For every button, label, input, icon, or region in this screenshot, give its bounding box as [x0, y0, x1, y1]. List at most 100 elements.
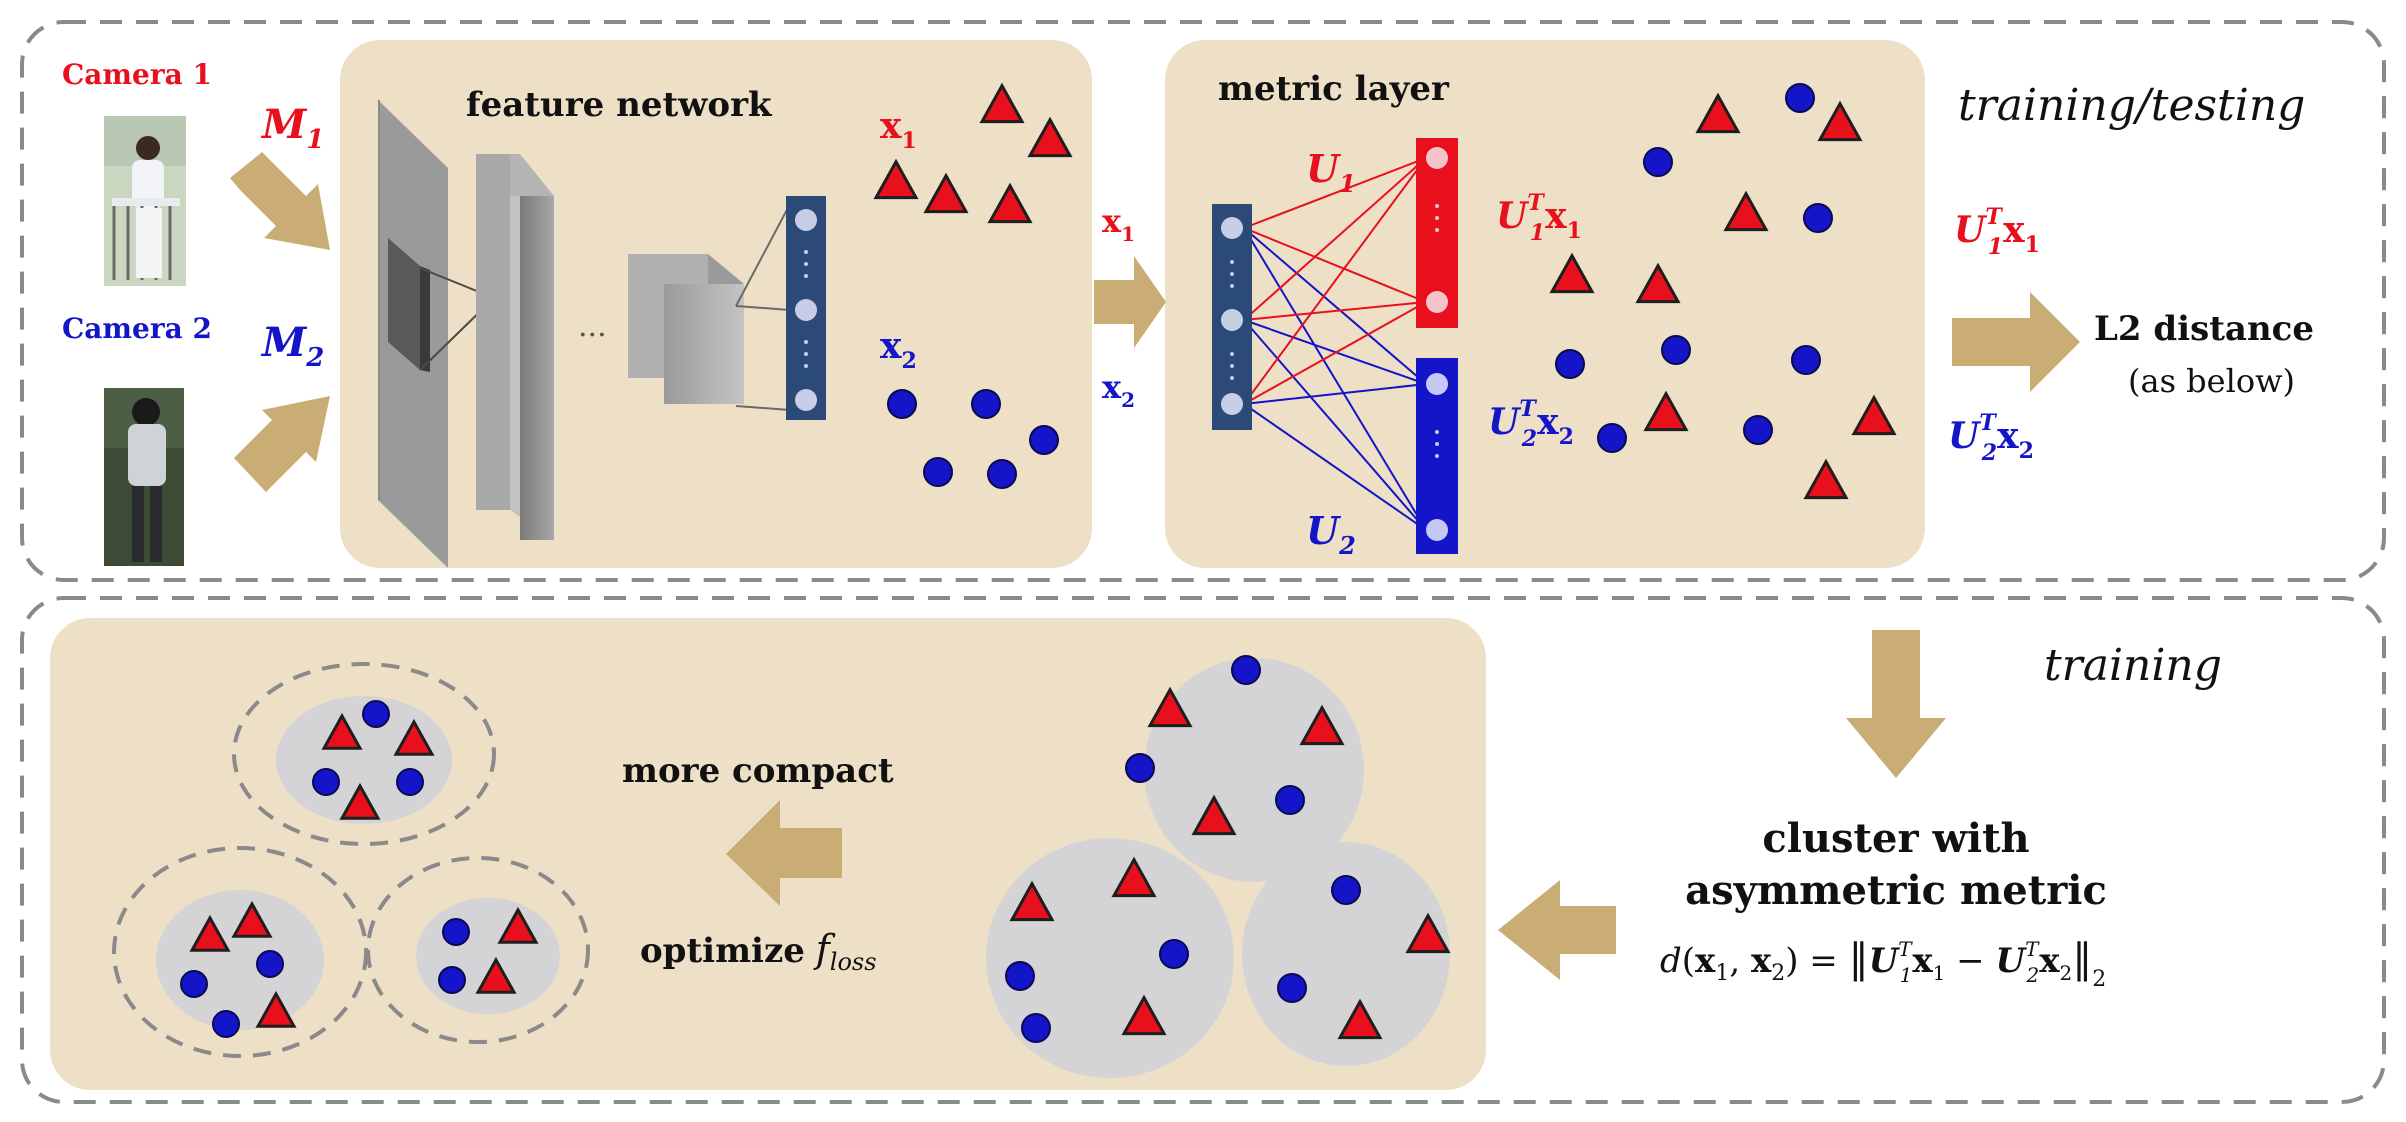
circle-marker: [180, 970, 208, 998]
arrow-camera1: [230, 152, 330, 250]
triangle-marker: [1299, 704, 1345, 746]
circle-marker: [1661, 335, 1691, 365]
triangle-marker: [475, 956, 517, 994]
circle-marker: [442, 918, 470, 946]
cluster-blob: [986, 838, 1234, 1078]
triangle-marker: [1027, 116, 1073, 158]
triangle-marker: [987, 182, 1033, 224]
triangle-marker: [1643, 390, 1689, 432]
cluster-line2: asymmetric metric: [1685, 867, 2107, 914]
metric-network: [1212, 138, 1458, 554]
triangle-marker: [1111, 856, 1157, 898]
blue-connection: [1243, 227, 1427, 385]
metric-u1-label: U1: [1306, 146, 1356, 198]
circle-marker: [887, 389, 917, 419]
arrow-to-clusters: [1498, 880, 1616, 980]
triangle-marker: [255, 990, 297, 1028]
camera-2-photo: [104, 388, 184, 566]
blue-connection: [1243, 319, 1427, 531]
triangle-marker: [231, 900, 273, 938]
metric-layer-title: metric layer: [1218, 69, 1450, 109]
arrow-more-compact: [726, 800, 842, 906]
matrix-m2: M2: [260, 319, 324, 373]
circle-marker: [1791, 345, 1821, 375]
circle-marker: [971, 389, 1001, 419]
red-connection: [1243, 301, 1427, 321]
circle-marker: [1803, 203, 1833, 233]
circle-marker: [1643, 147, 1673, 177]
blue-connection: [1243, 383, 1427, 405]
triangle-marker: [923, 172, 969, 214]
circle-marker: [396, 768, 424, 796]
triangle-marker: [1851, 394, 1897, 436]
matrix-m1: M1: [260, 101, 324, 155]
circle-marker: [362, 700, 390, 728]
compact-cluster-ring: [232, 662, 496, 846]
red-connection: [1243, 301, 1427, 405]
l2-distance-label: L2 distance: [2094, 309, 2314, 349]
arrow-down: [1846, 630, 1946, 778]
circle-marker: [1277, 973, 1307, 1003]
circle-marker: [1555, 349, 1585, 379]
feature-network-title: feature network: [466, 85, 773, 125]
circle-marker: [1125, 753, 1155, 783]
metric-input-x1: x1: [1102, 202, 1135, 246]
circle-marker: [1231, 655, 1261, 685]
feature-x2-label: x2: [880, 325, 917, 374]
compact-cluster: [416, 898, 560, 1014]
l2-distance-note: (as below): [2128, 362, 2295, 400]
circle-marker: [438, 966, 466, 994]
circle-marker: [987, 459, 1017, 489]
arrow-camera2: [234, 396, 330, 492]
triangle-marker: [1803, 458, 1849, 500]
triangle-marker: [1121, 994, 1167, 1036]
mode-training: training: [2044, 640, 2222, 691]
svg-text:...: ...: [578, 309, 607, 344]
blue-connection: [1243, 403, 1427, 531]
circle-marker: [1743, 415, 1773, 445]
circle-marker: [923, 457, 953, 487]
metric-scatter: [1549, 83, 1897, 500]
triangle-marker: [497, 906, 539, 944]
triangle-marker: [1723, 190, 1769, 232]
triangle-marker: [1009, 880, 1055, 922]
circle-marker: [1785, 83, 1815, 113]
metric-u2-label: U2: [1306, 508, 1356, 560]
red-connection: [1243, 227, 1427, 303]
metric-layer-panel: [1165, 40, 1925, 568]
triangle-marker: [339, 782, 381, 820]
circle-marker: [1159, 939, 1189, 969]
red-connection: [1243, 157, 1427, 321]
triangle-marker: [189, 914, 231, 952]
compact-cluster-ring: [112, 846, 368, 1058]
triangle-marker: [1549, 252, 1595, 294]
bottom-clusters: [112, 655, 1451, 1078]
circle-marker: [1029, 425, 1059, 455]
cluster-line1: cluster with: [1762, 815, 2029, 862]
triangle-marker: [1695, 92, 1741, 134]
camera-2-label: Camera 2: [62, 312, 212, 345]
triangle-marker: [393, 718, 435, 756]
circle-marker: [1331, 875, 1361, 905]
camera-1-label: Camera 1: [62, 58, 212, 91]
feature-scatter: [873, 82, 1073, 489]
red-connection: [1243, 157, 1427, 229]
triangle-marker: [1817, 100, 1863, 142]
circle-marker: [256, 950, 284, 978]
mode-training-testing: training/testing: [1958, 80, 2305, 131]
circle-marker: [212, 1010, 240, 1038]
compact-cluster: [156, 890, 324, 1030]
feature-x1-label: x1: [880, 105, 917, 154]
triangle-marker: [1405, 912, 1451, 954]
circle-marker: [1597, 423, 1627, 453]
metric-input-x2: x2: [1102, 368, 1135, 412]
bottom-dashed-region: [20, 596, 2386, 1104]
triangle-marker: [1147, 686, 1193, 728]
circle-marker: [1005, 961, 1035, 991]
camera-1-photo: [104, 116, 186, 286]
